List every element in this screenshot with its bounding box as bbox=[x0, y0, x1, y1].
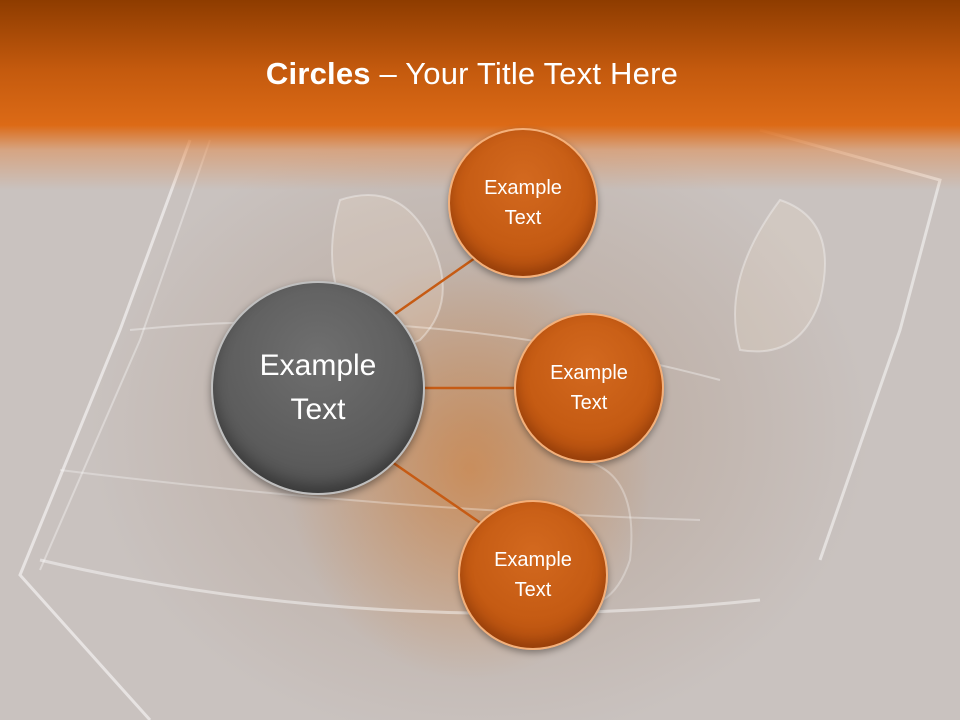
outer-circle-label: Example Text bbox=[484, 177, 562, 229]
connector-bottom bbox=[391, 460, 483, 526]
outer-circle-middle[interactable]: Example Text bbox=[514, 313, 664, 463]
outer-circle-top[interactable]: Example Text bbox=[448, 128, 598, 278]
connector-top bbox=[391, 256, 476, 318]
center-circle-label: Example Text bbox=[259, 349, 377, 426]
outer-circle-label: Example Text bbox=[550, 362, 628, 414]
outer-circle-bottom[interactable]: Example Text bbox=[458, 500, 608, 650]
center-circle[interactable]: Example Text bbox=[211, 281, 425, 495]
slide-title: Circles – Your Title Text Here bbox=[0, 56, 944, 92]
outer-circle-label: Example Text bbox=[494, 549, 572, 601]
title-bold: Circles bbox=[265, 56, 371, 91]
title-rest: – Your Title Text Here bbox=[370, 56, 679, 91]
